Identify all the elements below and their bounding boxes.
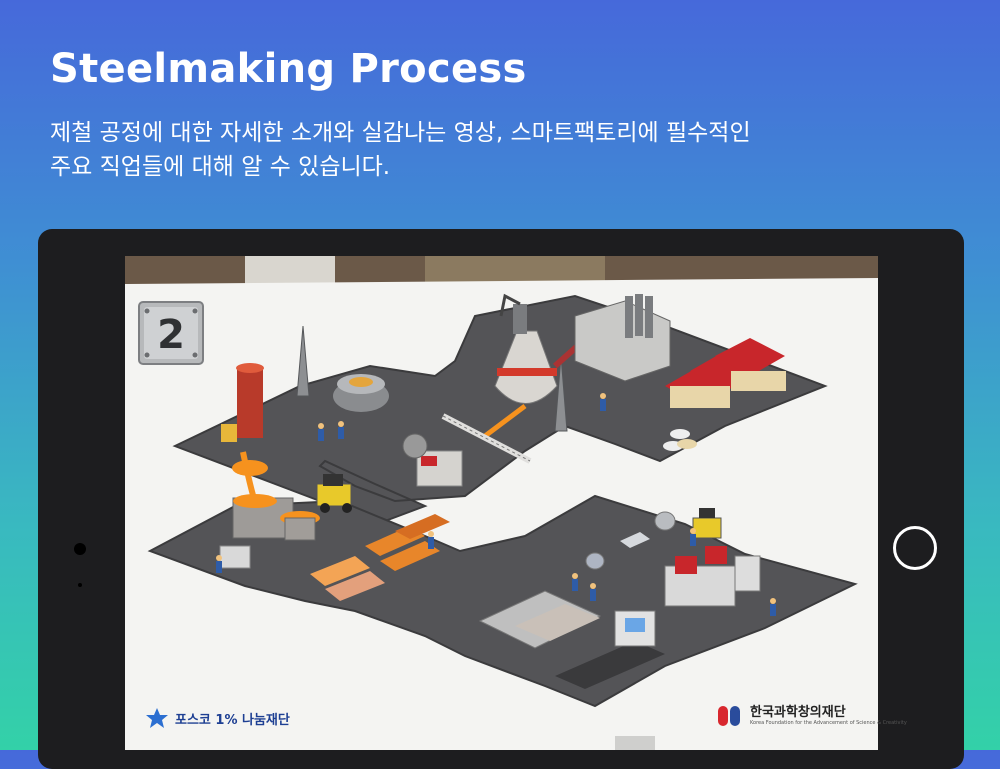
- forklift-right: [692, 508, 722, 539]
- steelmaking-illustration: 2: [125, 256, 878, 750]
- forklift-left: [316, 474, 352, 513]
- cold-rolling-line: [478, 590, 665, 689]
- kofac-logo: 한국과학창의재단 Korea Foundation for the Advanc…: [716, 703, 907, 729]
- casting-ladles: [232, 494, 320, 541]
- rail-track: [441, 413, 532, 464]
- shutter-button-icon[interactable]: [893, 526, 937, 570]
- desk-edge: [615, 736, 655, 750]
- rolling-machine: [219, 545, 251, 569]
- sponsor-right-text: 한국과학창의재단: [750, 705, 846, 720]
- step-badge: 2: [138, 301, 204, 365]
- barrels: [663, 429, 697, 451]
- coil-processing-machines: [664, 546, 761, 607]
- red-roof-warehouses: [665, 338, 786, 408]
- hot-slabs: [310, 514, 450, 601]
- page-title: Steelmaking Process: [50, 46, 527, 92]
- description-line-1: 제철 공정에 대한 자세한 소개와 실감나는 영상, 스마트팩토리에 필수적인: [50, 120, 751, 146]
- power-plant: [574, 294, 671, 382]
- page-description: 제철 공정에 대한 자세한 소개와 실감나는 영상, 스마트팩토리에 필수적인 …: [50, 116, 950, 184]
- blast-furnace-dome: [333, 374, 389, 412]
- workers: [216, 393, 776, 616]
- description-line-2: 주요 직업들에 대해 알 수 있습니다.: [50, 154, 391, 180]
- converter-furnace: [483, 293, 558, 438]
- star-logo-icon: [146, 708, 168, 728]
- posco-logo: 포스코 1% 나눔재단: [145, 708, 290, 728]
- control-building: [402, 433, 463, 487]
- sponsor-left-text: 포스코 1% 나눔재단: [175, 712, 290, 728]
- kofac-emblem-icon: [718, 706, 740, 726]
- sensor-icon: [78, 583, 82, 587]
- front-camera-icon: [74, 543, 86, 555]
- ore-tower: [296, 325, 568, 432]
- ar-camera-view[interactable]: 2: [125, 256, 878, 750]
- steel-coils: [585, 511, 676, 570]
- sponsor-right-subtext: Korea Foundation for the Advancement of …: [750, 720, 907, 726]
- step-number: 2: [157, 312, 185, 358]
